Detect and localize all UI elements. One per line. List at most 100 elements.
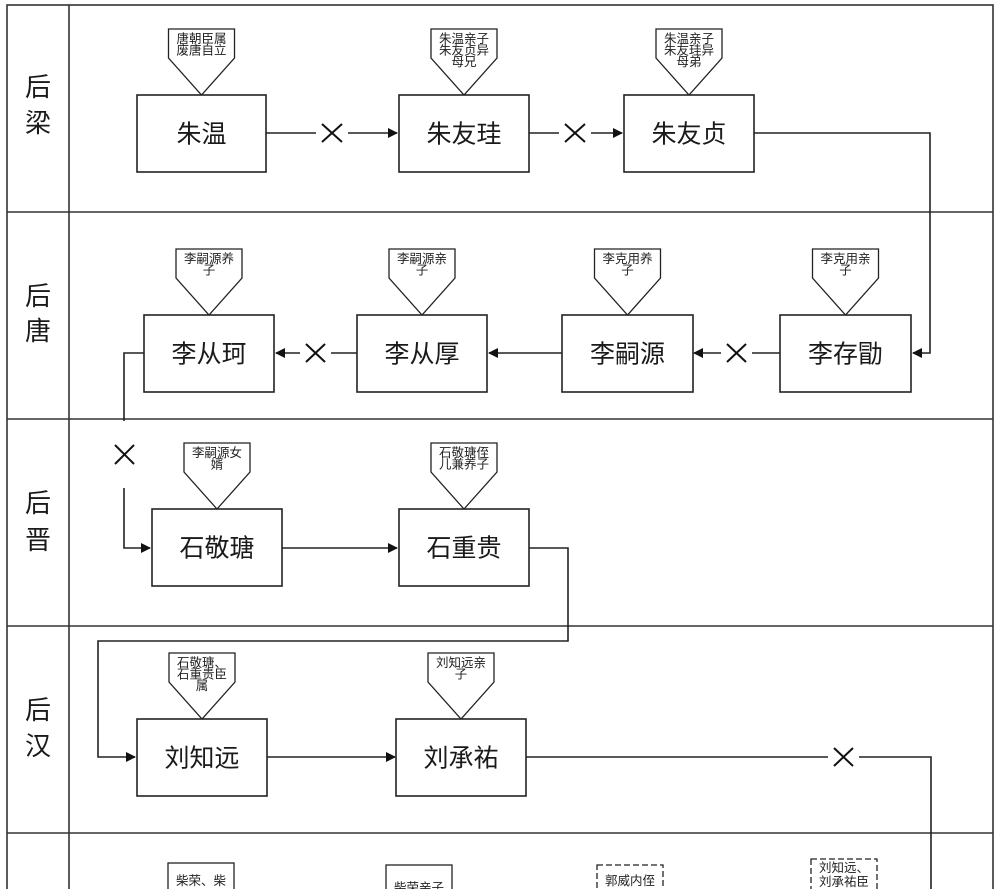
ruler-box: [623, 94, 755, 173]
note-text: 母弟: [676, 54, 701, 69]
note-shape: [810, 858, 878, 893]
note-text: 石敬瑭、: [177, 655, 227, 670]
lane-label-houhan: 后 汉: [25, 696, 51, 762]
ruler-box: [779, 314, 912, 393]
note-text: 朱温亲子: [439, 31, 489, 46]
lane-label-char: 晋: [25, 526, 51, 556]
ruler-box: [395, 718, 527, 797]
lane-label-houtang: 后 唐: [25, 282, 51, 347]
note-callout-shape: [175, 248, 243, 316]
ruler-box: [561, 314, 694, 393]
note-text: 李嗣源养: [184, 251, 234, 266]
lane-label-char: 后: [25, 489, 51, 519]
ruler-name: 李从珂: [171, 340, 246, 369]
lane-label-char: 梁: [25, 109, 51, 139]
cross-icon: [321, 123, 343, 143]
note-text: 婿: [211, 457, 224, 472]
outer-frame: [6, 4, 994, 893]
ruler-box: [143, 314, 275, 393]
note-text: 属: [196, 678, 209, 693]
lane-label-houjin: 后 晋: [25, 489, 51, 556]
node-layer: 唐朝臣属废唐自立朱温朱温亲子朱友贞异母兄朱友珪朱温亲子朱友珪异母弟朱友贞李克用亲…: [136, 28, 912, 797]
ruler-name: 刘承祐: [423, 744, 498, 773]
note-text: 柴荣亲子: [394, 880, 444, 889]
note-text: 石敬瑭侄: [439, 445, 489, 460]
note-text: 子: [203, 263, 216, 278]
connector-arrow: [754, 132, 931, 358]
lane-label-char: 后: [25, 696, 51, 726]
note-shape: [385, 864, 453, 893]
note-guowei-partial: 郭威内侄: [596, 864, 664, 893]
note-text: 柴荣、柴: [176, 873, 227, 888]
note-callout-shape: [430, 28, 498, 96]
note-callout-shape: [388, 248, 456, 316]
note-text: 子: [455, 667, 468, 682]
note-callout-shape: [167, 28, 236, 96]
ruler-name: 李从厚: [384, 340, 459, 369]
connector: [123, 352, 144, 421]
lane-label-houliang: 后 梁: [25, 73, 51, 139]
ruler-box: [356, 314, 488, 393]
cross-icon: [726, 343, 747, 363]
ruler-box: [151, 508, 283, 587]
note-chairong-partial: 柴荣、柴: [167, 862, 235, 893]
note-callout-shape: [430, 442, 498, 510]
note-text: 郭威内侄: [605, 873, 655, 888]
note-text: 刘知远亲: [436, 655, 486, 670]
note-text: 李嗣源女: [192, 445, 242, 460]
ruler-name: 石敬瑭: [179, 534, 254, 563]
note-callout-shape: [168, 652, 236, 720]
cross-markers: [114, 123, 854, 767]
note-text: 子: [621, 263, 634, 278]
swimlane-grid: [6, 4, 994, 893]
lane-label-char: 后: [25, 73, 51, 103]
note-text: 儿兼养子: [439, 457, 489, 472]
ruler-name: 石重贵: [426, 534, 501, 563]
note-liu-partial: 刘知远、 刘承祐臣: [810, 858, 878, 893]
connectors: [97, 128, 932, 889]
ruler-name: 刘知远: [164, 744, 239, 773]
note-callout-shape: [655, 28, 723, 96]
connector-arrow: [97, 547, 569, 762]
cross-icon: [833, 747, 854, 767]
note-shape: [167, 862, 235, 893]
ruler-name: 李嗣源: [590, 340, 665, 369]
connector: [859, 756, 932, 889]
ruler-box: [398, 508, 530, 587]
note-text: 李克用亲: [820, 251, 870, 266]
note-text: 废唐自立: [176, 43, 226, 58]
note-text: 朱温亲子: [664, 31, 714, 46]
note-text: 子: [839, 263, 852, 278]
note-text: 李克用养: [602, 251, 652, 266]
note-text: 朱友珪异: [664, 43, 714, 58]
note-text: 朱友贞异: [439, 43, 489, 58]
ruler-box: [398, 94, 530, 173]
note-text: 李嗣源亲: [397, 251, 447, 266]
note-text: 母兄: [451, 54, 476, 69]
note-chairong-son-partial: 柴荣亲子: [385, 864, 453, 893]
note-callout-shape: [183, 442, 251, 510]
note-text: 刘承祐臣: [819, 874, 869, 889]
ruler-box: [136, 718, 268, 797]
note-callout-shape: [593, 248, 662, 316]
ruler-name: 李存勖: [808, 340, 883, 369]
cross-icon: [114, 444, 135, 465]
note-text: 唐朝臣属: [176, 31, 226, 46]
cross-icon: [564, 123, 586, 143]
lane-label-char: 汉: [25, 732, 51, 762]
partial-notes: 柴荣、柴 柴荣亲子 郭威内侄 刘知远、 刘承祐臣: [167, 858, 878, 893]
note-shape: [596, 864, 664, 893]
ruler-name: 朱友珪: [426, 120, 501, 149]
